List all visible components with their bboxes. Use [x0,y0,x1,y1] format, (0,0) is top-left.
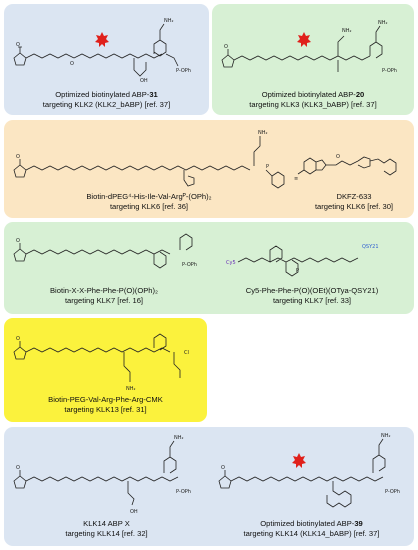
cy5-label: Cy5 [226,260,236,266]
caption-klk14a-target: targeting KLK14 [ref. 32] [65,529,148,538]
panel-klk7: O P-OPh Cy5 P QSY21 Biotin-X-X-Phe-Phe-P… [4,222,414,314]
svg-text:P-OPh: P-OPh [382,68,397,74]
caption-klk13-title: Biotin-PEG-Val-Arg-Phe-Arg-CMK [48,395,163,404]
svg-text:NH₂: NH₂ [342,28,352,34]
red-star-marker [297,32,311,47]
caption-abp20-target: targeting KLK3 (KLK3_bABP) [ref. 37] [249,100,377,109]
caption-abp20-title: Optimized biotinylated ABP-20 [261,90,365,99]
svg-text:P-OPh: P-OPh [385,489,400,495]
qsy21-label: QSY21 [362,244,379,250]
caption-klk13-target: targeting KLK13 [ref. 31] [64,405,147,414]
panel-klk6: O NH₂ P ≡ O Biotin-dPEG⁴-His-Ile-Val-Arg… [4,120,414,218]
svg-text:P: P [266,164,269,170]
svg-text:O: O [16,154,20,160]
caption-klk14a-title: KLK14 ABP X [83,519,130,528]
svg-text:NH₂: NH₂ [381,433,391,439]
structure-klk6-peptide: O NH₂ P [13,130,285,189]
caption-klk7b-target: targeting KLK7 [ref. 33] [272,296,352,305]
svg-text:NH₂: NH₂ [258,130,268,136]
structure-klk7-biotin: O P-OPh [13,233,197,269]
svg-text:O: O [224,44,228,50]
svg-text:P-OPh: P-OPh [176,489,191,495]
structure-klk7-cy5: Cy5 P QSY21 [226,244,379,277]
structure-abp39: O NH₂ P-OPh [218,433,400,508]
caption-klk6a-title: Biotin-dPEG⁴-His-Ile-Val-Argᴾ-(OPh)₂ [86,192,212,201]
svg-text:O: O [16,42,20,48]
structure-dkfz633: ≡ O [294,154,397,182]
svg-text:NH₂: NH₂ [164,18,174,24]
caption-dkfz-target: targeting KLK6 [ref. 30] [314,202,394,211]
caption-dkfz-title: DKFZ-633 [336,192,372,201]
structure-abp31: O O NH₂ OH P-OPh [13,18,191,84]
structure-klk13: O NH₂ Cl [13,333,189,392]
caption-klk7b-title: Cy5-Phe-Phe-P(O)(OEt)(OTya-QSY21) [245,286,379,295]
svg-text:O: O [70,61,74,67]
caption-klk6a-target: targeting KLK6 [ref. 36] [109,202,189,211]
svg-text:O: O [221,465,225,471]
caption-abp39-target: targeting KLK14 (KLK14_bABP) [ref. 37] [243,529,380,538]
svg-text:O: O [16,336,20,342]
svg-text:Cl: Cl [184,350,189,356]
svg-text:OH: OH [140,78,148,84]
svg-text:O: O [16,238,20,244]
red-star-marker [292,453,306,468]
caption-klk7a-target: targeting KLK7 [ref. 16] [64,296,144,305]
panel-abp31: O O NH₂ OH P-OPh Optimized biotinylated … [4,4,209,115]
panel-klk14: O OH NH₂ P-OPh O NH₂ P-OPh KLK14 ABP X t… [4,427,414,546]
svg-text:P: P [296,268,299,274]
svg-text:O: O [336,154,340,160]
svg-text:NH₂: NH₂ [378,20,388,26]
svg-text:NH₂: NH₂ [174,435,184,441]
caption-klk7a-title: Biotin-X-X-Phe-Phe-P(O)(OPh)₂ [49,286,159,295]
red-star-marker [95,32,109,47]
svg-text:O: O [16,465,20,471]
panel-klk13: O NH₂ Cl Biotin-PEG-Val-Arg-Phe-Arg-CMK … [4,318,207,422]
caption-abp31-target: targeting KLK2 (KLK2_bABP) [ref. 37] [42,100,171,109]
caption-abp39-title: Optimized biotinylated ABP-39 [260,519,363,528]
caption-abp31-title: Optimized biotinylated ABP-31 [55,90,158,99]
svg-text:P-OPh: P-OPh [182,262,197,268]
structure-klk14-abpx: O OH NH₂ P-OPh [13,435,191,515]
structure-abp20: O NH₂ NH₂ P-OPh [221,20,397,74]
svg-text:NH₂: NH₂ [126,386,136,392]
panel-abp20: O NH₂ NH₂ P-OPh Optimized biotinylated A… [212,4,414,115]
svg-text:OH: OH [130,509,138,515]
svg-text:≡: ≡ [294,176,298,182]
svg-text:P-OPh: P-OPh [176,68,191,74]
